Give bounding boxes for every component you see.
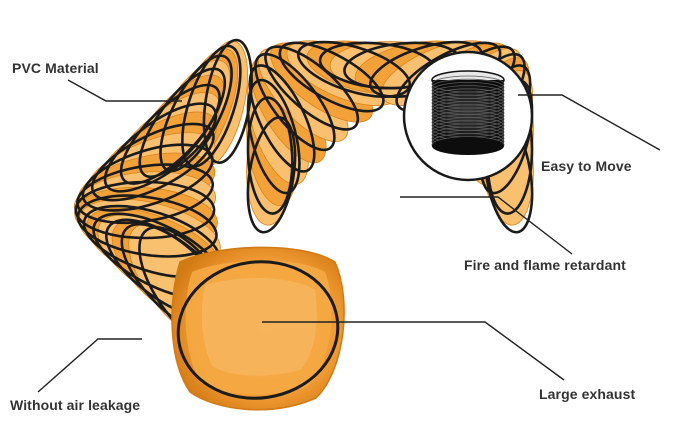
duct-mouth <box>171 246 345 411</box>
callout-no-air-leakage: Without air leakage <box>10 397 141 413</box>
front-wire-ring <box>181 44 242 168</box>
back-wire-ring <box>254 52 336 152</box>
front-wire-ring <box>119 83 221 185</box>
back-wire-ring <box>246 78 301 195</box>
leader-pvc <box>67 79 182 102</box>
leader-leak <box>37 338 142 393</box>
front-wire-ring <box>74 180 216 240</box>
inset-compressed-duct <box>402 50 534 182</box>
leader-easy <box>518 94 661 151</box>
callout-pvc-material: PVC Material <box>12 60 99 76</box>
front-wire-ring <box>76 194 218 258</box>
back-wire-ring <box>278 41 385 113</box>
leader-exhaust <box>262 321 565 381</box>
callout-large-exhaust: Large exhaust <box>539 386 636 402</box>
leader-fire <box>400 196 573 255</box>
callout-fire-retardant: Fire and flame retardant <box>464 257 626 273</box>
callout-easy-to-move: Easy to Move <box>541 158 632 174</box>
back-wire-ring <box>246 96 294 215</box>
leader-lines <box>37 79 661 393</box>
front-wire-ring <box>202 38 253 164</box>
